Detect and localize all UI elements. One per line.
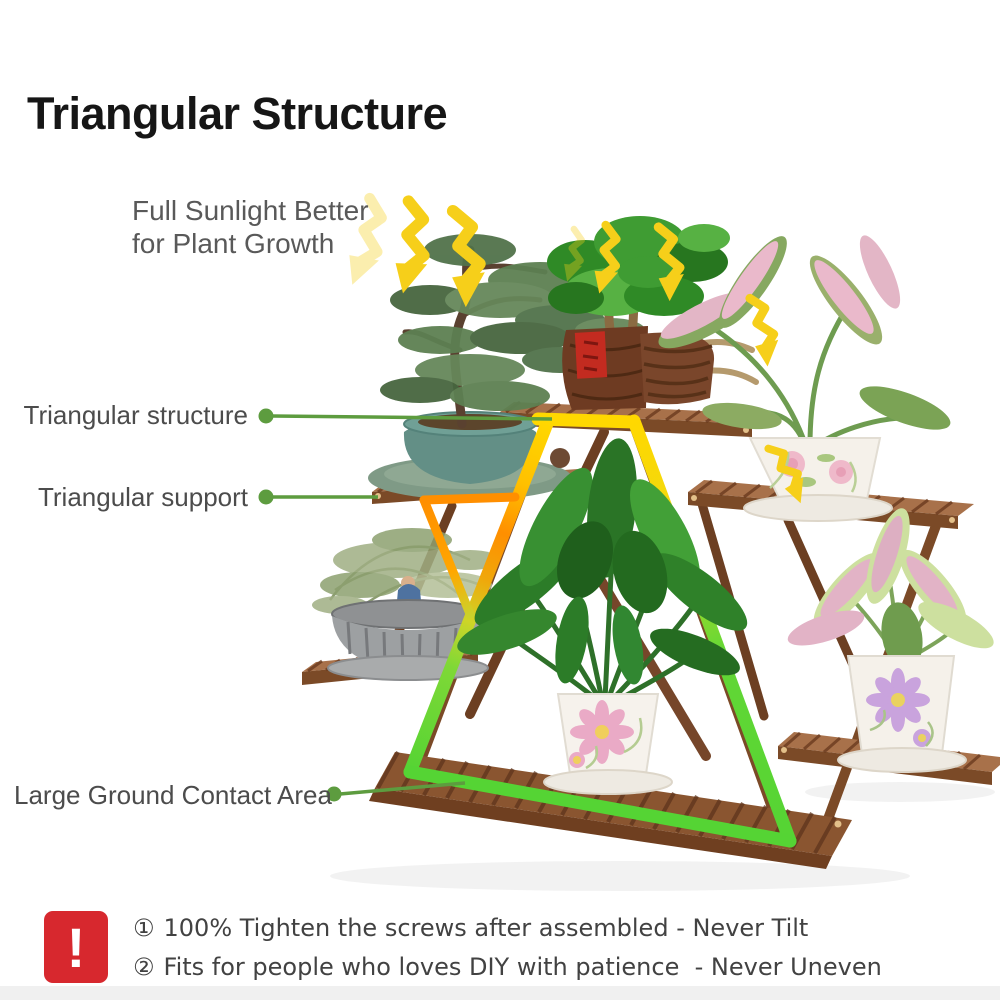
triangular-support-highlight [419, 492, 520, 619]
callout-label-ground: Large Ground Contact Area [14, 780, 332, 810]
callout-label-structure: Triangular structure [23, 400, 248, 430]
callout-ground-marker [326, 781, 466, 802]
callout-label-support: Triangular support [37, 482, 248, 512]
note-1-text: 100% Tighten the screws after assembled … [163, 914, 809, 942]
plant-gray-bonsai [312, 528, 500, 681]
plant-top-center [547, 216, 759, 410]
sunlight-caption-line1: Full Sunlight Better [132, 195, 369, 226]
sunlight-caption: Full Sunlight Better for Plant Growth [132, 194, 369, 260]
callout-support-marker [258, 489, 378, 505]
assembly-notes: ① 100% Tighten the screws after assemble… [133, 914, 882, 992]
pink-daisy-motif [569, 700, 643, 770]
warning-icon: ! [44, 911, 108, 983]
note-row-1: ① 100% Tighten the screws after assemble… [133, 914, 882, 942]
ground-shadow [330, 861, 910, 891]
callout-dot [258, 489, 274, 505]
note-row-2: ② Fits for people who loves DIY with pat… [133, 953, 882, 981]
plant-upper-right-pink [658, 235, 951, 522]
note-2-bullet: ② [133, 953, 155, 981]
bottom-divider-band [0, 986, 1000, 1000]
purple-daisy-motif [866, 668, 934, 747]
exclamation-glyph: ! [67, 916, 86, 979]
callout-structure-marker [258, 408, 553, 424]
page-title: Triangular Structure [27, 88, 448, 139]
plant-lower-right [787, 508, 994, 773]
ground-contact-highlight [403, 765, 797, 848]
ground-shadow-right [805, 782, 995, 802]
sunlight-caption-line2: for Plant Growth [132, 228, 335, 259]
note-2-text: Fits for people who loves DIY with patie… [163, 953, 882, 981]
note-1-bullet: ① [133, 914, 155, 942]
callout-dot [326, 786, 342, 802]
plant-center [457, 438, 748, 795]
callout-dot [258, 408, 274, 424]
